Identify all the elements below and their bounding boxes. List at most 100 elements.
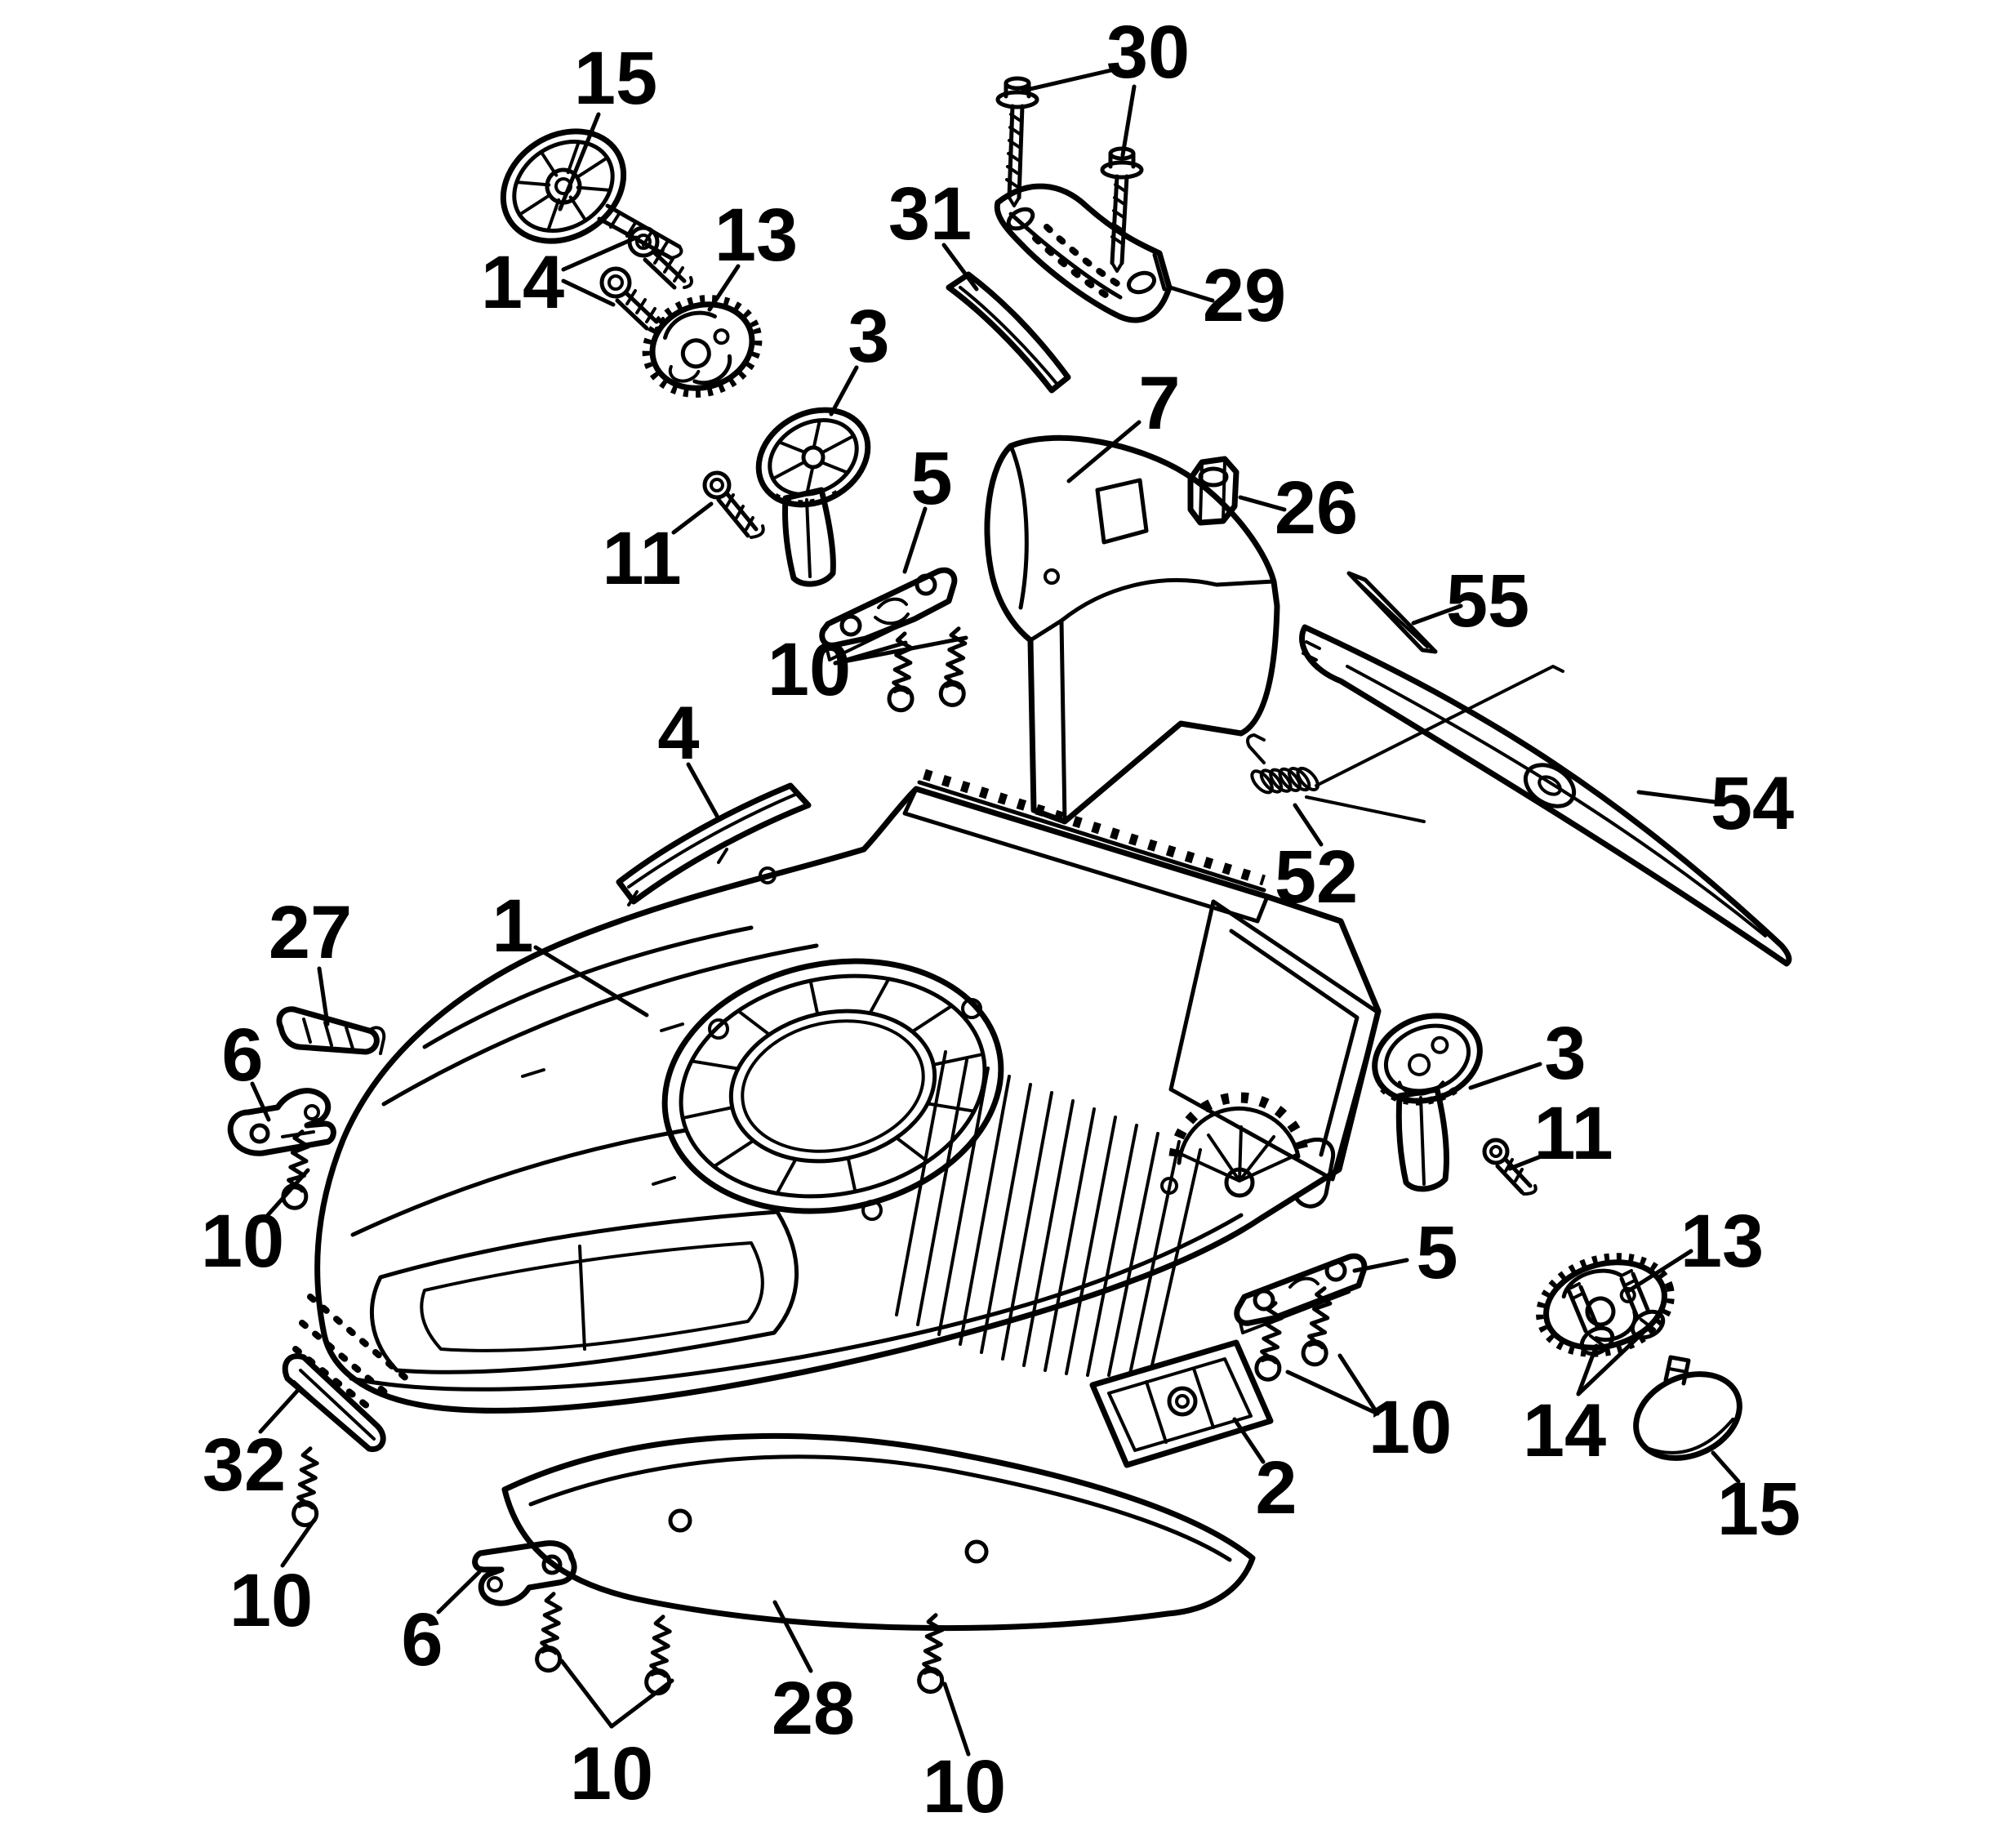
leader-line-10-22-0	[942, 1681, 971, 1757]
leader-line-26-9-0	[1238, 495, 1287, 512]
callout-label-52-31: 52	[1275, 835, 1358, 919]
part-screw-11-top	[702, 470, 765, 539]
callout-label-6-15: 6	[221, 1013, 263, 1097]
part-screws-14-right	[1567, 1269, 1666, 1356]
leader-line-5-10-0	[902, 506, 928, 574]
leader-line-3-26-0	[1468, 1062, 1542, 1090]
part-screw-11-right	[1482, 1138, 1538, 1196]
part-blade-54	[1299, 624, 1792, 967]
part-handle-29	[994, 183, 1173, 323]
part-cover-28	[501, 1432, 1256, 1632]
part-nut-26	[1187, 456, 1239, 526]
leader-line-14-29-0	[1576, 1343, 1599, 1396]
leader-line-15-0-0	[558, 112, 601, 212]
part-plate-2	[1089, 1339, 1274, 1468]
leader-line-30-5-1	[1120, 84, 1137, 158]
callout-label-30-5: 30	[1106, 11, 1190, 94]
leader-line-15-30-0	[1711, 1450, 1741, 1484]
leader-line-28-21-0	[772, 1600, 813, 1673]
leader-line-27-14-0	[317, 966, 330, 1027]
part-gear-13-top	[642, 295, 763, 398]
leader-lines	[250, 68, 1741, 1757]
leader-line-10-24-1	[1337, 1353, 1380, 1416]
part-spring-52	[1246, 665, 1564, 823]
leader-line-31-6-0	[941, 243, 979, 292]
callout-label-13-2: 13	[714, 194, 798, 277]
callout-label-54-32: 54	[1711, 762, 1794, 845]
part-bracket-6-upper	[227, 1088, 336, 1156]
callout-label-32-17: 32	[202, 1423, 286, 1507]
leader-line-2-23-0	[1232, 1417, 1266, 1464]
callout-label-3-3: 3	[848, 295, 889, 378]
leader-line-10-24-0	[1285, 1370, 1380, 1416]
callout-label-3-26: 3	[1544, 1012, 1586, 1095]
callout-label-10-20: 10	[570, 1732, 653, 1815]
part-wedge-55	[1346, 571, 1438, 654]
leader-line-1-13-0	[533, 945, 649, 1018]
callout-label-11-4: 11	[602, 517, 681, 600]
part-housing-7	[984, 434, 1280, 825]
callout-label-14-29: 14	[1523, 1389, 1606, 1472]
callout-label-10-11: 10	[768, 628, 851, 711]
callout-label-10-16: 10	[201, 1200, 284, 1283]
part-knob-3-top	[755, 407, 871, 587]
leader-line-5-25-0	[1352, 1258, 1409, 1273]
part-strip-32	[282, 1353, 386, 1453]
leader-line-13-2-0	[707, 264, 741, 312]
leader-line-13-28-0	[1626, 1249, 1693, 1294]
callout-label-5-25: 5	[1416, 1211, 1457, 1294]
callout-label-27-14: 27	[269, 891, 352, 974]
leader-line-52-31-0	[1293, 803, 1324, 847]
leader-line-29-7-0	[1168, 285, 1215, 303]
callout-label-10-24: 10	[1368, 1386, 1452, 1469]
leader-line-14-29-1	[1576, 1330, 1645, 1396]
leader-line-10-18-0	[280, 1517, 317, 1568]
leader-line-11-27-0	[1507, 1151, 1550, 1171]
leader-line-10-20-1	[609, 1678, 674, 1729]
callout-label-6-19: 6	[401, 1598, 443, 1681]
part-cap-15-right	[1633, 1355, 1742, 1461]
callout-label-4-12: 4	[657, 692, 699, 775]
callout-label-10-18: 10	[229, 1559, 313, 1642]
part-strip-4	[616, 782, 812, 906]
part-screws-14-topleft	[599, 225, 693, 331]
callout-label-31-6: 31	[888, 172, 972, 256]
leader-line-32-17-0	[258, 1386, 302, 1434]
callout-label-1-13: 1	[492, 884, 533, 968]
part-bracket-5-upper	[819, 567, 958, 661]
part-deck-1	[292, 768, 1382, 1416]
callout-label-15-30: 15	[1717, 1468, 1800, 1551]
part-strip-31	[946, 271, 1071, 394]
callout-label-28-21: 28	[772, 1667, 855, 1750]
leader-line-6-19-0	[436, 1570, 482, 1615]
leader-line-14-1-1	[561, 278, 616, 307]
leader-line-11-4-0	[671, 501, 714, 535]
callout-label-26-9: 26	[1275, 466, 1358, 550]
callout-label-2-23: 2	[1255, 1446, 1297, 1530]
leader-line-3-3-0	[829, 365, 859, 416]
part-knob-3-right	[1372, 1013, 1483, 1192]
leader-line-54-32-0	[1636, 790, 1717, 804]
callout-label-7-8: 7	[1138, 362, 1180, 445]
leader-line-30-5-0	[1021, 68, 1114, 93]
leader-line-14-1-0	[561, 235, 639, 272]
part-bracket-6-lower	[472, 1540, 577, 1606]
part-clip-27	[276, 1006, 386, 1055]
callout-label-29-7: 29	[1203, 254, 1286, 337]
leader-line-7-8-0	[1066, 420, 1142, 483]
leader-line-55-33-0	[1411, 604, 1463, 626]
part-bracket-5-right	[1234, 1253, 1368, 1334]
callout-label-13-28: 13	[1680, 1200, 1764, 1283]
leader-line-10-20-0	[559, 1659, 614, 1729]
callout-label-5-10: 5	[910, 437, 952, 520]
callout-label-10-22: 10	[923, 1745, 1006, 1828]
callout-label-14-1: 14	[481, 241, 564, 324]
leader-line-10-16-0	[265, 1168, 310, 1218]
leader-line-10-11-1	[833, 635, 968, 666]
callout-label-55-33: 55	[1446, 559, 1529, 643]
leader-line-6-15-0	[250, 1081, 271, 1122]
leader-line-4-12-0	[686, 762, 719, 818]
